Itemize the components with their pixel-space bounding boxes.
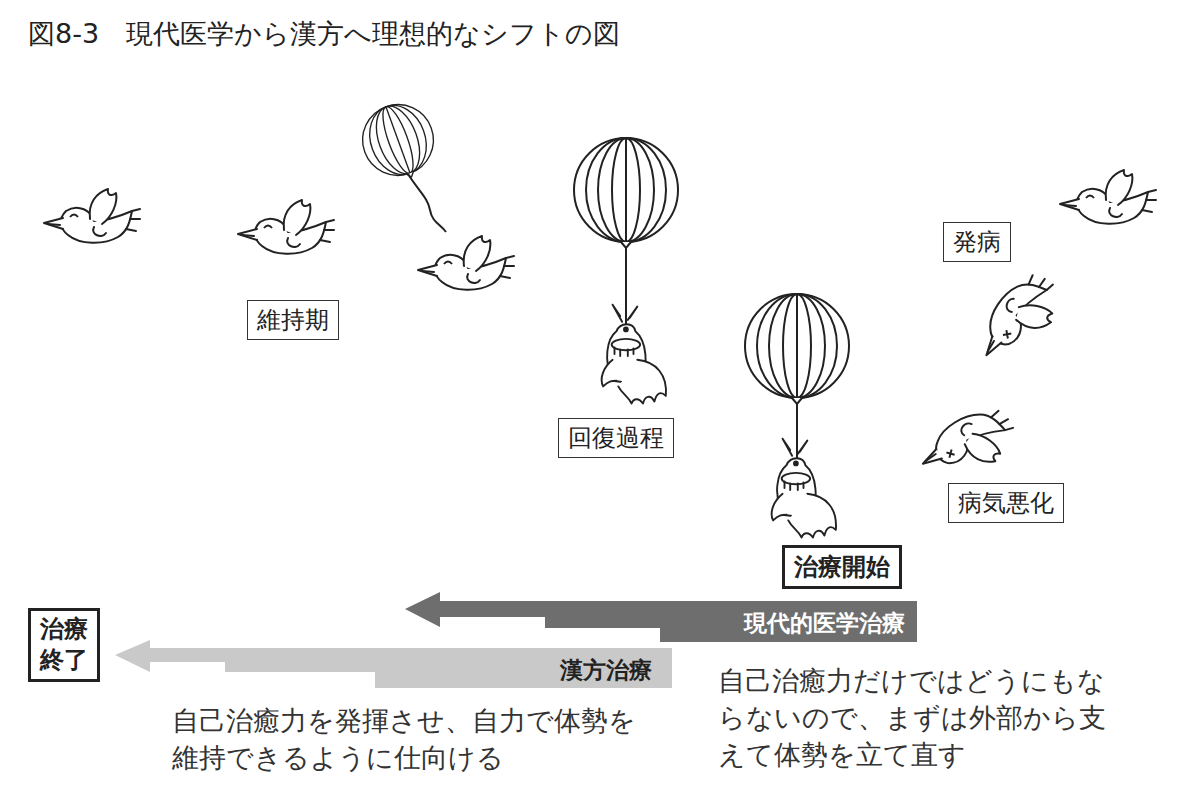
explanatory-note: 自己治癒力だけではどうにもならないので、まずは外部から支えて体勢を立て直す bbox=[718, 662, 1110, 773]
stage-label: 回復過程 bbox=[568, 422, 664, 454]
milestone-box: 治療終了 bbox=[28, 608, 100, 682]
stage-label: 発病 bbox=[953, 226, 1001, 258]
stage-box: 回復過程 bbox=[558, 418, 674, 458]
stage-label: 治療開始 bbox=[794, 551, 890, 583]
stage-box: 維持期 bbox=[247, 300, 339, 340]
stage-label: 病気悪化 bbox=[958, 487, 1054, 519]
arrow-label: 現代的医学治療 bbox=[744, 610, 905, 638]
milestone-box: 治療開始 bbox=[782, 545, 902, 589]
treatment-arrow: 現代的医学治療 bbox=[405, 592, 917, 642]
figure-title: 図8-3 現代医学から漢方へ理想的なシフトの図 bbox=[28, 16, 620, 52]
arrow-fill bbox=[405, 592, 917, 642]
stage-label: 維持期 bbox=[257, 304, 329, 336]
stage-box: 病気悪化 bbox=[948, 483, 1064, 523]
explanatory-note: 自己治癒力を発揮させ、自力で体勢を維持できるように仕向ける bbox=[172, 702, 644, 776]
arrow-label: 漢方治療 bbox=[560, 657, 652, 685]
arrow-fill bbox=[115, 640, 672, 688]
treatment-arrow: 漢方治療 bbox=[115, 640, 672, 688]
stage-label: 治療終了 bbox=[40, 614, 88, 676]
stage-box: 発病 bbox=[943, 222, 1011, 262]
